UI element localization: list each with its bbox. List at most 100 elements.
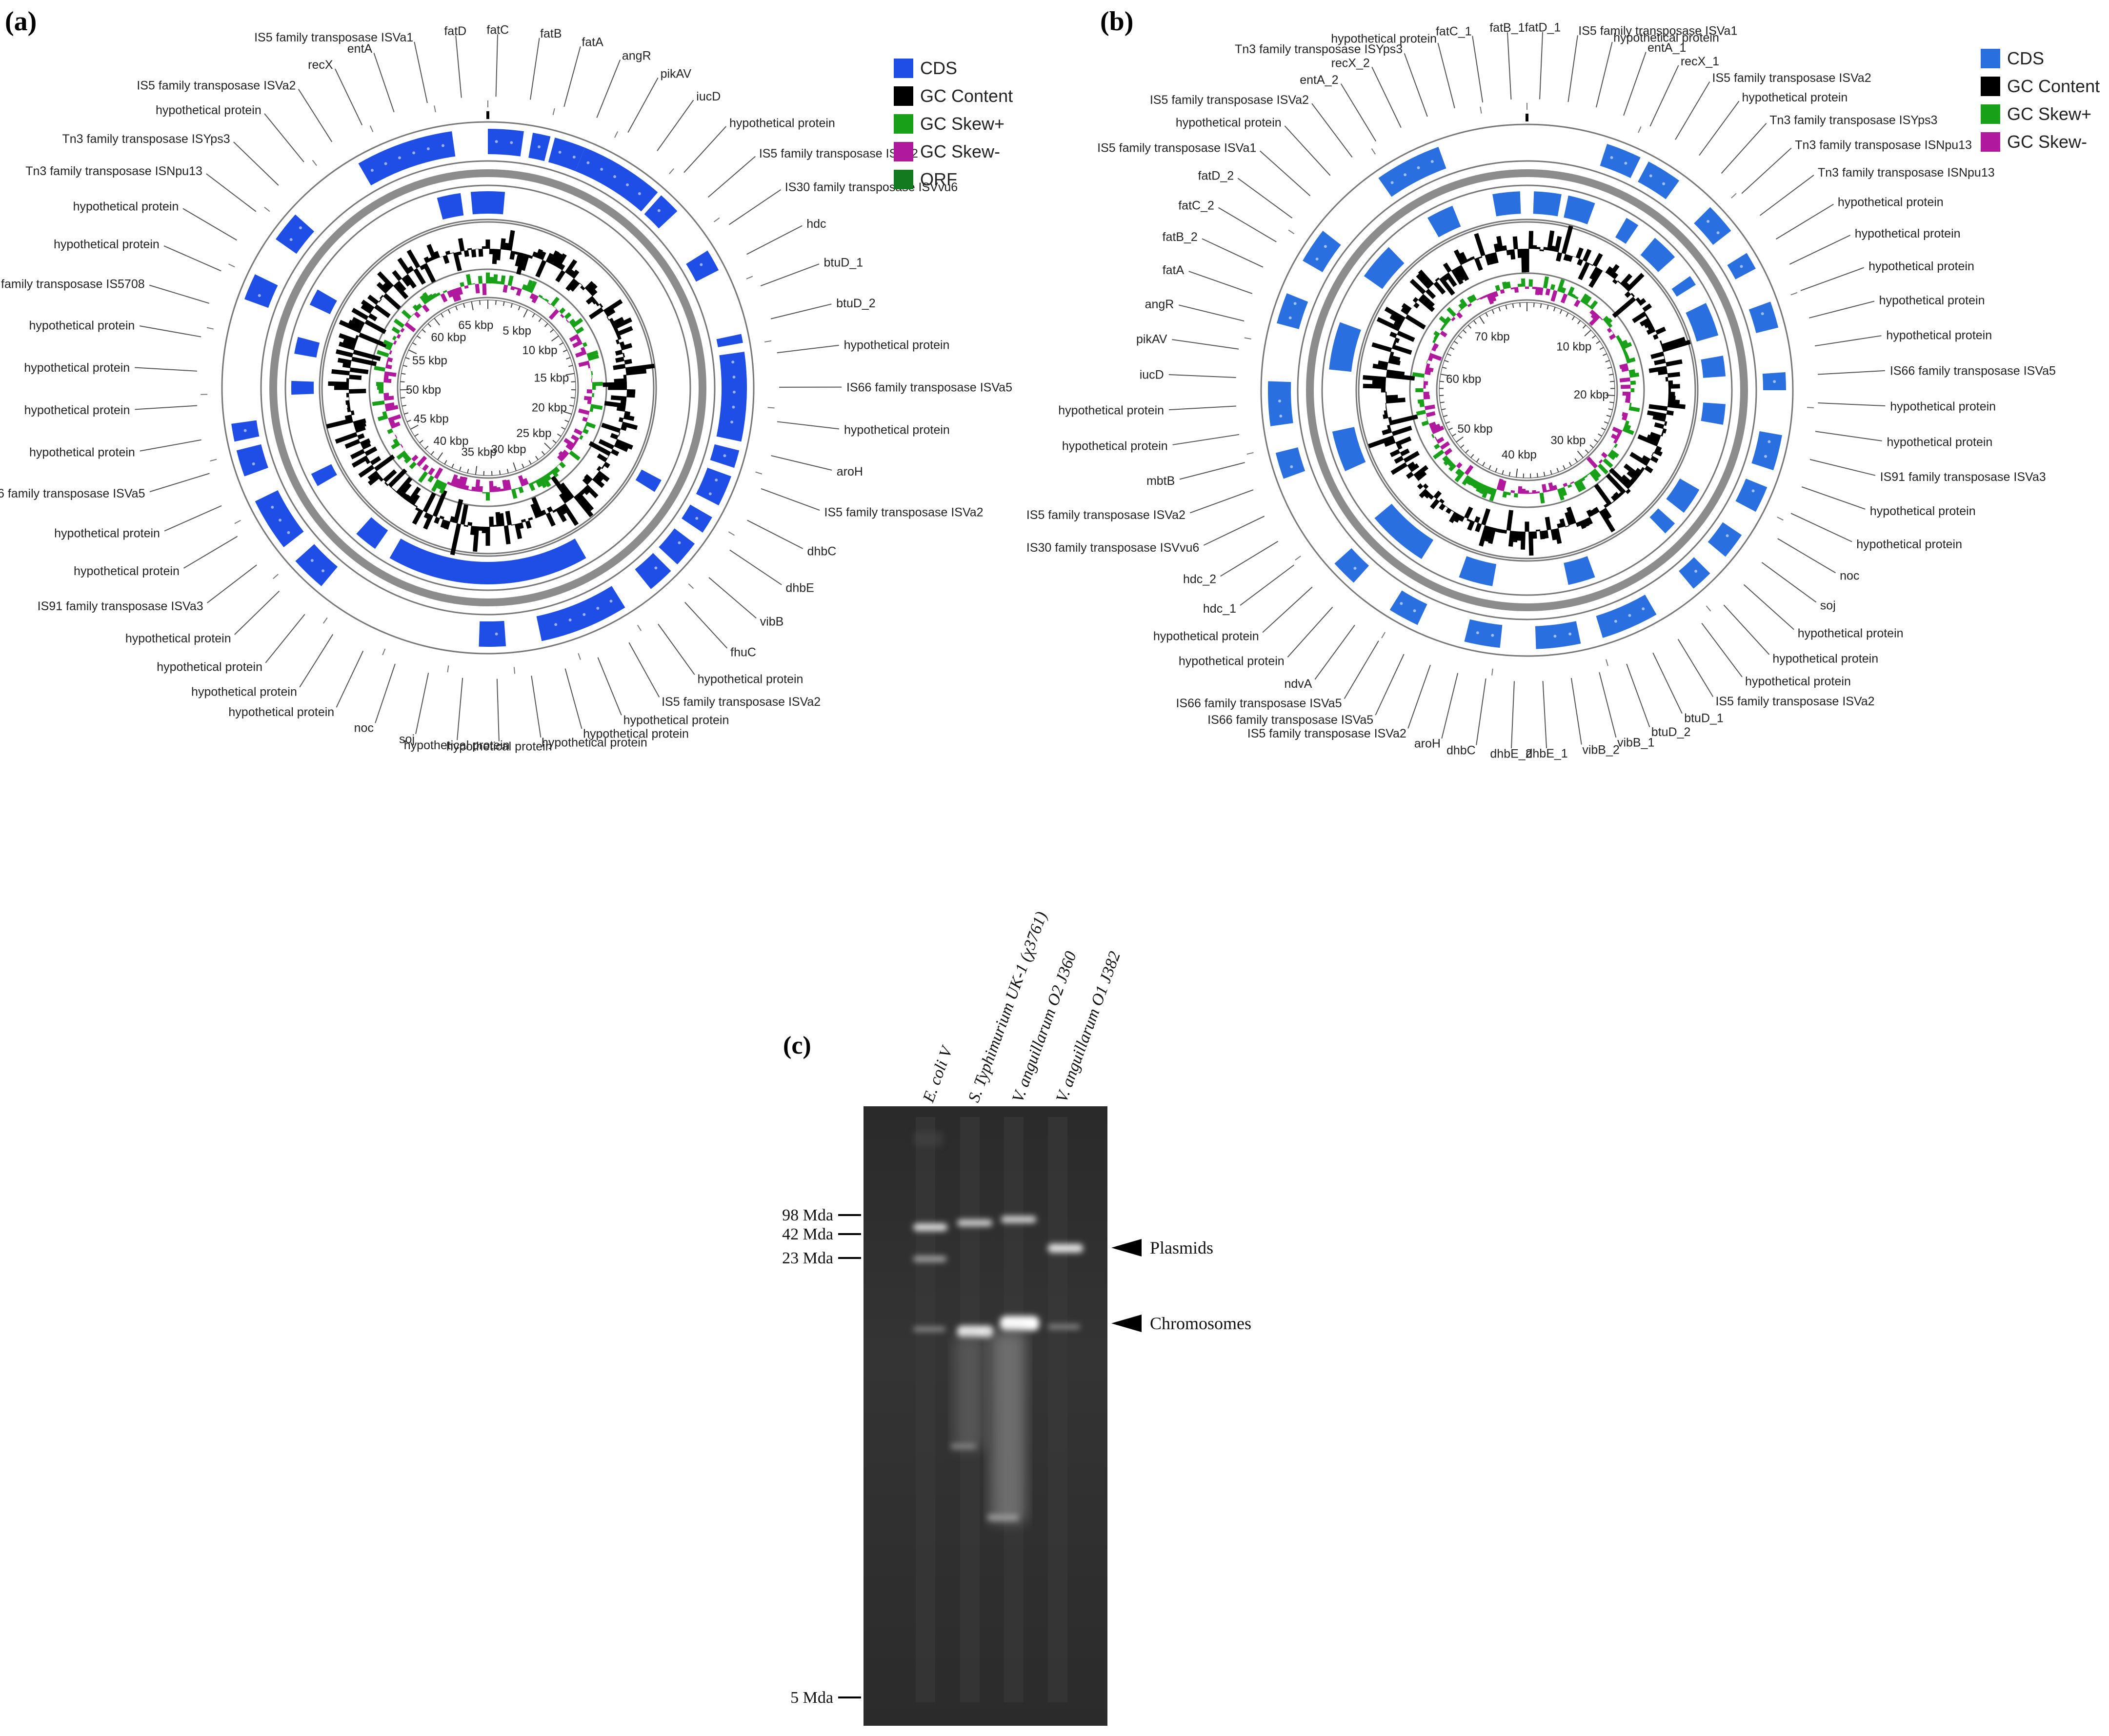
panel-b-gc-skew-bar (1500, 289, 1505, 294)
panel-a-gc-bar (545, 253, 554, 263)
panel-b-gc-skew-bar (1543, 276, 1549, 289)
panel-b-orf-block (1374, 503, 1434, 559)
panel-b-gc-bar (1632, 311, 1647, 323)
panel-a-gc-bar (580, 285, 585, 291)
panel-b-tick (1568, 461, 1572, 466)
panel-b-gc-bar (1649, 432, 1661, 440)
panel-b-gc-skew-bar (1630, 380, 1636, 385)
panel-b-gc-bar (1413, 465, 1429, 479)
panel-b-tick-label: 40 kbp (1502, 448, 1537, 461)
panel-a-tick (528, 460, 532, 465)
panel-a-gene-label: hypothetical protein (698, 672, 803, 686)
panel-b-gc-bar (1605, 266, 1613, 275)
panel-b-cds-arrow (1553, 635, 1557, 638)
panel-b-outer-tick (1790, 292, 1798, 296)
panel-a-gc-skew-bar (578, 408, 590, 415)
panel-a-cds-block (358, 131, 456, 186)
panel-a-outer-tick (767, 407, 775, 409)
panel-b-gene-label: hypothetical protein (1868, 259, 1974, 273)
panel-b-cds-block (1334, 548, 1369, 583)
panel-b-gc-skew-bar (1476, 482, 1484, 493)
panel-a-gc-skew-bar (587, 354, 599, 361)
panel-a-tick (566, 357, 571, 360)
panel-b-gc-skew-bar (1619, 363, 1628, 369)
panel-a-gc-skew-bar (558, 451, 567, 459)
panel-a-gc-skew-bar (542, 475, 551, 487)
panel-a-tick (506, 469, 509, 474)
panel-b-gene-label: btuD_1 (1684, 712, 1724, 725)
panel-b-cds-arrow (1707, 219, 1710, 223)
panel-a-gc-skew-bar (531, 295, 539, 303)
panel-b-cds-arrow (1404, 173, 1407, 177)
panel-a-gc-skew-bar (569, 450, 581, 461)
panel-b-gene-label: mbtB (1146, 474, 1175, 488)
panel-b-gene-label: fatB_2 (1163, 230, 1198, 244)
panel-a-gc-bar (604, 401, 626, 408)
panel-b-tick (1584, 329, 1591, 337)
panel-b-gc-bar (1659, 340, 1663, 345)
panel-b-tick (1452, 433, 1456, 437)
panel-a-outer-tick (312, 160, 317, 166)
panel-b-gc-bar (1474, 257, 1483, 271)
panel-b-gc-skew-bar (1445, 316, 1451, 322)
panel-b-gene-label: IS5 family transposase ISVa2 (1715, 695, 1874, 708)
panel-b-tick (1443, 415, 1448, 418)
panel-a-gc-bar (344, 414, 353, 420)
panel-b-gene-leader (1168, 374, 1236, 378)
panel-a-legend-swatch (894, 59, 913, 78)
panel-b-gc-skew-bar (1567, 484, 1572, 488)
panel-a-gene-label: hypothetical protein (228, 705, 334, 719)
panel-a-cds-arrow (678, 541, 681, 544)
panel-a-outer-tick (552, 108, 555, 115)
panel-a-gene-leader (596, 60, 621, 118)
panel-a-gc-skew-bar (502, 479, 508, 491)
panel-a-gene-label: IS66 family transposase ISVa5 (0, 487, 145, 500)
panel-a-gc-bar (390, 486, 395, 490)
panel-b-tick (1458, 335, 1462, 339)
panel-b-gc-bar (1372, 363, 1388, 371)
panel-b-gc-bar (1539, 530, 1545, 539)
panel-a-tick-label: 45 kbp (414, 412, 449, 425)
panel-a-gene-label: hypothetical protein (54, 527, 160, 540)
panel-a-gc-bar (555, 253, 567, 269)
panel-b-gc-skew-bar (1433, 449, 1445, 459)
panel-b-gc-skew-bar (1442, 323, 1447, 328)
panel-a-gc-bar (380, 295, 384, 299)
panel-a-gc-bar (528, 255, 533, 259)
panel-b-gc-skew-bar (1560, 287, 1567, 294)
panel-b-outer-ring (1260, 123, 1794, 657)
panel-a-gene-label: hypothetical protein (844, 339, 950, 352)
panel-b-gc-skew-bar (1601, 452, 1608, 459)
panel-a-outer-ring (221, 121, 755, 655)
panel-b-gene-leader (1172, 339, 1239, 350)
panel-a-gc-skew-bar (447, 290, 453, 298)
panel-b-gene-label: entA_2 (1300, 73, 1338, 87)
panel-b-legend-label: GC Skew- (2007, 132, 2087, 152)
panel-a-gene-leader (746, 225, 803, 255)
panel-a-gc-bar (357, 433, 365, 440)
panel-a-gene-leader (206, 564, 257, 603)
panel-b-tick (1601, 427, 1606, 431)
panel-b-gc-skew-bar (1574, 299, 1581, 307)
panel-b-cds-arrow (1628, 614, 1631, 617)
panel-a-gc-skew-bar (582, 342, 588, 347)
panel-b-gc-bar (1608, 264, 1620, 278)
panel-b-tick-label: 30 kbp (1550, 434, 1586, 447)
panel-b-gc-skew-bar (1514, 287, 1519, 293)
panel-b-tick (1440, 374, 1449, 377)
panel-a-gc-bar (399, 482, 412, 498)
panel-b-gc-skew-bar (1439, 316, 1449, 325)
panel-b-gc-bar (1388, 355, 1401, 362)
panel-a-gc-skew-bar (393, 319, 405, 328)
panel-a-gc-bar (588, 307, 604, 319)
panel-b-gene-label: IS66 family transposase ISVa5 (1176, 697, 1342, 710)
panel-a-gc-skew-bar (562, 449, 569, 457)
panel-a-tick (513, 462, 517, 471)
panel-a-tick (410, 424, 419, 430)
panel-b-gc-bar (1474, 516, 1481, 523)
panel-a-cds-arrow (370, 169, 374, 172)
panel-a-gc-bar (588, 441, 611, 456)
panel-a-gc-bar (370, 456, 382, 465)
